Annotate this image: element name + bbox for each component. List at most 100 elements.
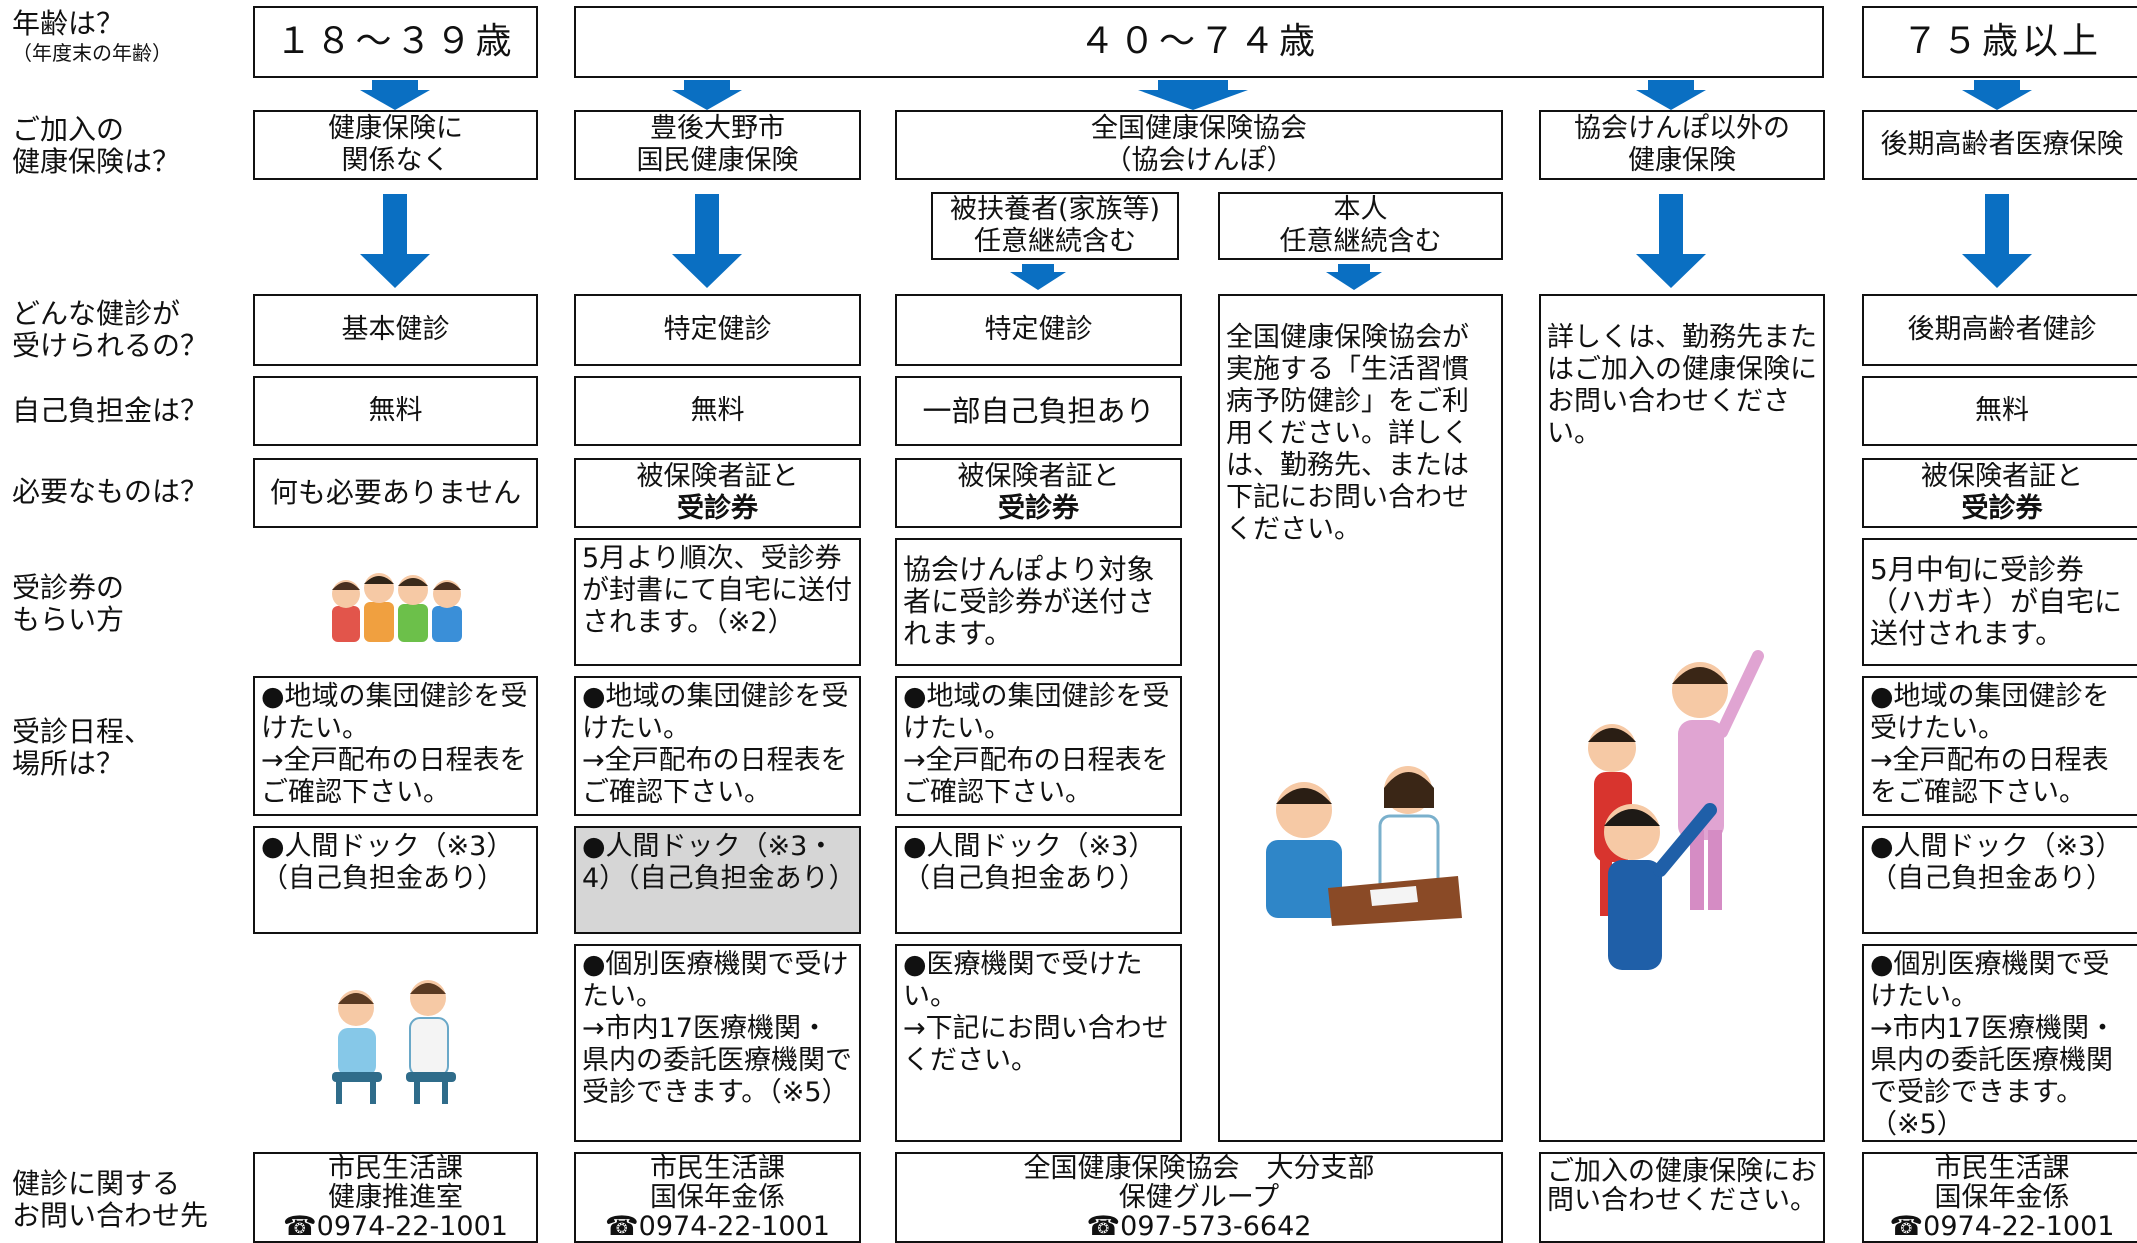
contact-c2-phone: ☎0974-22-1001 — [605, 1211, 830, 1242]
insurance-c2-line1: 豊後大野市 — [650, 113, 785, 144]
checkup-c5: 後期高齢者健診 — [1862, 294, 2137, 366]
row-label-schedule-line2: 場所は？ — [12, 747, 125, 780]
checkup-c2-text: 特定健診 — [663, 314, 772, 345]
row-label-contact-line1: 健診に関する — [12, 1167, 181, 1200]
schedule-dock-c1: ●人間ドック（※3）（自己負担金あり） — [253, 826, 538, 934]
insurance-c4-line2: 健康保険 — [1628, 145, 1736, 176]
arrow-down-icon — [672, 194, 742, 288]
contact-c5-line1: 市民生活課 — [1934, 1153, 2070, 1184]
schedule-individual-c5-line2: →市内17医療機関・県内の委託医療機関で受診できます。（※5） — [1870, 1013, 2116, 1140]
contact-c2-line1: 市民生活課 — [650, 1153, 785, 1184]
row-label-ticket: 受診券の もらい方 — [12, 572, 124, 636]
age-75-plus: ７５歳以上 — [1862, 6, 2137, 78]
contact-c4: ご加入の健康保険にお問い合わせください。 — [1539, 1152, 1825, 1243]
needed-c2-line1: 被保険者証と — [636, 461, 799, 492]
insurance-c3b-line2: 任意継続含む — [1279, 226, 1442, 257]
needed-c1-text: 何も必要ありません — [269, 476, 522, 509]
insurance-c3: 全国健康保険協会 （協会けんぽ） — [895, 110, 1503, 180]
row-label-insurance: ご加入の 健康保険は？ — [12, 114, 180, 178]
cost-c2: 無料 — [574, 376, 861, 446]
cost-c3a: 一部自己負担あり — [895, 376, 1182, 446]
row-label-checkup-line1: どんな健診が — [12, 297, 181, 330]
arrow-down-icon — [1636, 80, 1706, 110]
schedule-group-c5-line1: ●地域の集団健診を受けたい。 — [1870, 681, 2110, 744]
group-of-people-illustration — [332, 573, 462, 642]
insurance-c1-line2: 関係なく — [341, 145, 450, 176]
doctor-consultation-illustration — [332, 980, 456, 1104]
schedule-dock-c3a: ●人間ドック（※3）（自己負担金あり） — [895, 826, 1182, 934]
arrow-down-icon — [1962, 194, 2032, 288]
insurance-c5: 後期高齢者医療保険 — [1862, 110, 2137, 180]
contact-c2-line2: 国保年金係 — [650, 1182, 785, 1213]
needed-c3a-line2: 受診券 — [998, 493, 1079, 524]
arrow-down-icon — [1326, 264, 1382, 290]
contact-c2: 市民生活課 国保年金係 ☎0974-22-1001 — [574, 1152, 861, 1243]
insurance-c3-line1: 全国健康保険協会 — [1091, 113, 1307, 144]
needed-c5-line1: 被保険者証と — [1921, 461, 2083, 492]
insurance-c3b: 本人 任意継続含む — [1218, 192, 1503, 260]
schedule-group-c3a-line2: →全戸配布の日程表をご確認下さい。 — [903, 745, 1169, 808]
insurance-c4: 協会けんぽ以外の 健康保険 — [1539, 110, 1825, 180]
row-label-ticket-line2: もらい方 — [12, 603, 125, 636]
age-75-plus-text: ７５歳以上 — [1901, 21, 2102, 62]
contact-c1-phone: ☎0974-22-1001 — [283, 1211, 508, 1242]
cost-c5: 無料 — [1862, 376, 2137, 446]
doctor-and-patient-illustration — [1266, 766, 1462, 926]
schedule-dock-c2: ●人間ドック（※3・4）（自己負担金あり） — [574, 826, 861, 934]
cost-c2-text: 無料 — [690, 395, 745, 426]
arrow-down-icon — [360, 194, 430, 288]
schedule-individual-c3a-line2: →下記にお問い合わせください。 — [903, 1013, 1169, 1076]
row-label-contact: 健診に関する お問い合わせ先 — [12, 1168, 208, 1232]
arrow-down-icon — [1138, 80, 1248, 110]
arrow-down-icon — [1010, 264, 1066, 290]
schedule-group-c2: ●地域の集団健診を受けたい。 →全戸配布の日程表をご確認下さい。 — [574, 676, 861, 816]
row-label-insurance-line2: 健康保険は？ — [12, 145, 181, 178]
insurance-c3a-line2: 任意継続含む — [974, 226, 1136, 257]
row-label-checkup-line2: 受けられるの？ — [12, 329, 209, 362]
insurance-c1: 健康保険に 関係なく — [253, 110, 538, 180]
contact-c5-line2: 国保年金係 — [1934, 1182, 2070, 1213]
insurance-c3a-line1: 被扶養者(家族等) — [949, 194, 1161, 225]
checkup-c3a-text: 特定健診 — [984, 314, 1093, 345]
schedule-group-c2-line1: ●地域の集団健診を受けたい。 — [582, 681, 849, 744]
row-label-contact-line2: お問い合わせ先 — [12, 1199, 209, 1232]
needed-c1: 何も必要ありません — [253, 458, 538, 528]
row-label-schedule-line1: 受診日程、 — [12, 715, 153, 748]
contact-c3: 全国健康保険協会 大分支部 保健グループ ☎097-573-6642 — [895, 1152, 1503, 1243]
ticket-c3a: 協会けんぽより対象者に受診券が送付されます。 — [895, 538, 1182, 666]
row-label-age: 年齢は？ （年度末の年齢） — [12, 8, 172, 66]
age-40-74-text: ４０〜７４歳 — [1078, 21, 1319, 62]
ticket-c2: 5月より順次、受診券が封書にて自宅に送付されます。（※2） — [574, 538, 861, 666]
insurance-c4-line1: 協会けんぽ以外の — [1574, 113, 1790, 144]
needed-c3a: 被保険者証と 受診券 — [895, 458, 1182, 528]
row-label-insurance-line1: ご加入の — [12, 113, 125, 146]
insurance-c3a: 被扶養者(家族等) 任意継続含む — [931, 192, 1179, 260]
contact-c3-line2: 保健グループ — [1118, 1182, 1280, 1213]
contact-c1-line2: 健康推進室 — [328, 1182, 463, 1213]
cost-c3a-text: 一部自己負担あり — [922, 394, 1155, 428]
row-label-cost: 自己負担金は？ — [12, 395, 208, 427]
schedule-individual-c5-line1: ●個別医療機関で受けたい。 — [1870, 949, 2110, 1012]
schedule-individual-c2: ●個別医療機関で受けたい。 →市内17医療機関・県内の委託医療機関で受診できます… — [574, 944, 861, 1142]
schedule-dock-c5-text: ●人間ドック（※3）（自己負担金あり） — [1870, 831, 2123, 894]
ticket-c3a-text: 協会けんぽより対象者に受診券が送付されます。 — [903, 553, 1156, 650]
arrow-down-icon — [1636, 194, 1706, 288]
row-label-cost-text: 自己負担金は？ — [12, 394, 209, 427]
schedule-individual-c2-line2: →市内17医療機関・県内の委託医療機関で受診できます。（※5） — [582, 1013, 852, 1108]
ticket-c2-text: 5月より順次、受診券が封書にて自宅に送付されます。（※2） — [582, 543, 852, 638]
insurance-c3-line2: （協会けんぽ） — [1104, 145, 1294, 176]
row-label-checkup: どんな健診が 受けられるの？ — [12, 298, 208, 362]
age-18-39: １８〜３９歳 — [253, 6, 538, 78]
schedule-individual-c3a-line1: ●医療機関で受けたい。 — [903, 949, 1143, 1012]
checkup-c4-text: 詳しくは、勤務先またはご加入の健康保険にお問い合わせください。 — [1547, 322, 1817, 449]
schedule-dock-c2-text: ●人間ドック（※3・4）（自己負担金あり） — [582, 831, 856, 894]
schedule-group-c1-line1: ●地域の集団健診を受けたい。 — [261, 681, 528, 744]
checkup-c5-text: 後期高齢者健診 — [1907, 314, 2097, 345]
schedule-dock-c3a-text: ●人間ドック（※3）（自己負担金あり） — [903, 831, 1156, 894]
arrow-down-icon — [672, 80, 742, 110]
arrow-down-icon — [1962, 80, 2032, 110]
needed-c2-line2: 受診券 — [677, 493, 758, 524]
checkup-c4-panel: 詳しくは、勤務先またはご加入の健康保険にお問い合わせください。 — [1539, 294, 1825, 1142]
insurance-c2-line2: 国民健康保険 — [636, 145, 799, 176]
contact-c3-phone: ☎097-573-6642 — [1086, 1211, 1312, 1242]
